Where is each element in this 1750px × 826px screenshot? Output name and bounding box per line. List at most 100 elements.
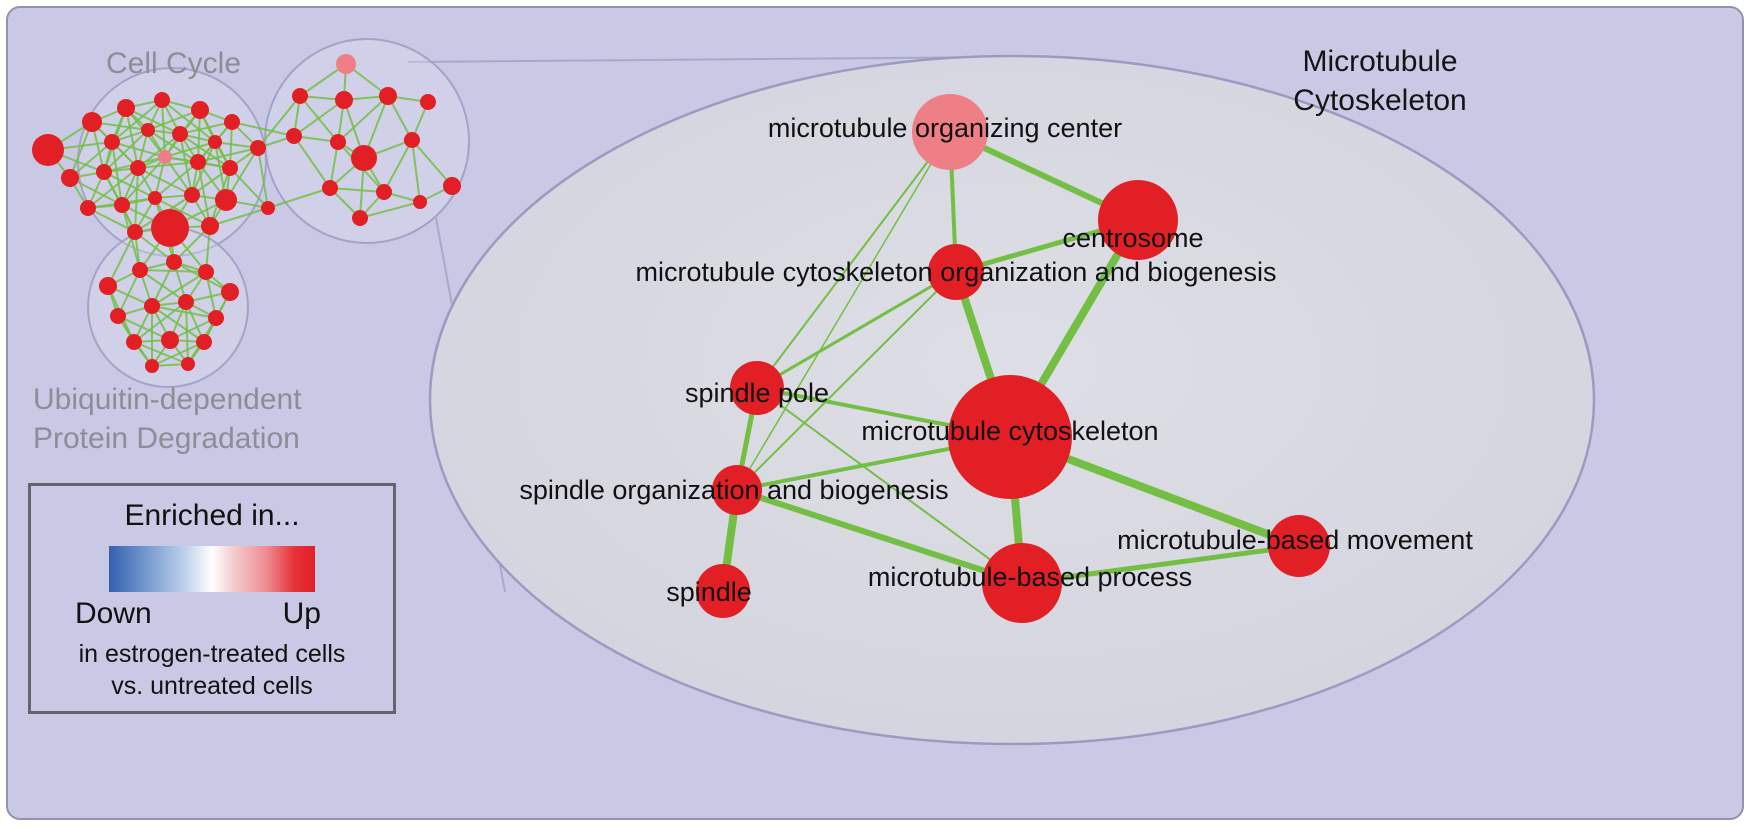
- legend-caption: in estrogen-treated cells vs. untreated …: [31, 638, 393, 702]
- overview-node: [222, 160, 238, 176]
- overview-edge: [134, 231, 175, 263]
- cluster-label-cell-cycle: Cell Cycle: [106, 47, 242, 80]
- overview-node: [221, 283, 239, 301]
- overview-node: [196, 334, 212, 350]
- edge-mt-org-spindle-pole: [755, 270, 958, 390]
- overview-node: [261, 201, 275, 215]
- legend-up-label: Up: [282, 597, 321, 630]
- overview-edge: [69, 121, 93, 179]
- overview-edge: [383, 139, 413, 193]
- overview-edge: [154, 161, 199, 199]
- node-spindle: [696, 564, 750, 618]
- cluster-label-microtubule-line1: Microtubule: [1302, 45, 1458, 78]
- node-spindle-org: [712, 465, 762, 515]
- overview-node: [351, 145, 377, 171]
- node-label-spindle-pole: spindle pole: [685, 378, 829, 408]
- overview-edge: [164, 141, 216, 158]
- overview-edge: [107, 231, 136, 287]
- overview-edge: [154, 156, 166, 199]
- node-label-mt-move: microtubule-based movement: [1117, 525, 1473, 555]
- edge-spindle-pole-mt-proc: [756, 387, 1023, 584]
- overview-node: [117, 99, 135, 117]
- overview-edge: [147, 109, 201, 131]
- edge-moc-spindle-pole: [756, 131, 951, 389]
- node-label-mt-proc: microtubule-based process: [868, 562, 1192, 592]
- overview-edge: [125, 107, 139, 169]
- edge-mt-proc-mt-move: [1019, 543, 1302, 586]
- overview-edge: [151, 271, 207, 307]
- legend-title: Enriched in...: [124, 499, 300, 532]
- overview-edge: [231, 121, 295, 137]
- overview-node: [158, 150, 172, 164]
- overview-edge: [151, 261, 175, 307]
- overview-node: [80, 200, 96, 216]
- legend-caption-line1: in estrogen-treated cells: [78, 640, 346, 668]
- network-canvas: microtubule organizing centercentrosomem…: [32, 38, 1596, 746]
- overview-node: [126, 334, 142, 350]
- overview-edge: [337, 95, 389, 143]
- overview-node: [413, 195, 427, 209]
- cluster-label-microtubule-line2: Cytoskeleton: [1293, 84, 1467, 117]
- overview-edge: [151, 305, 217, 319]
- overview-node: [148, 191, 162, 205]
- overview-node: [404, 132, 420, 148]
- overview-node: [330, 134, 346, 150]
- overview-edge: [359, 201, 421, 219]
- overview-node: [172, 126, 188, 142]
- overview-edge: [87, 207, 136, 233]
- overview-node: [166, 254, 182, 270]
- overview-node: [96, 164, 112, 180]
- legend-caption-line2: vs. untreated cells: [111, 672, 313, 700]
- node-centrosome: [1098, 180, 1178, 260]
- cluster-label-ubiquitin-line2: Protein Degradation: [33, 422, 300, 455]
- overview-node: [184, 187, 200, 203]
- overview-node: [141, 123, 155, 137]
- overview-edge: [139, 269, 207, 273]
- edge-mt-org-spindle-org: [736, 271, 957, 491]
- overview-edge: [137, 161, 199, 169]
- overview-node: [104, 134, 120, 150]
- overview-node: [335, 91, 353, 109]
- overview-node: [99, 277, 117, 295]
- overview-node: [379, 87, 397, 105]
- overview-edge: [197, 161, 211, 227]
- overview-edge: [133, 301, 187, 343]
- legend-down-label: Down: [75, 597, 152, 630]
- overview-node: [322, 180, 338, 196]
- overview-node: [224, 114, 240, 130]
- overview-node: [114, 197, 130, 213]
- overview-node: [352, 210, 368, 226]
- overview-node: [250, 140, 266, 156]
- overview-edge: [179, 133, 231, 169]
- overview-node: [130, 160, 146, 176]
- legend-range-row: Down Up: [31, 592, 393, 631]
- node-label-spindle: spindle: [666, 577, 752, 607]
- node-moc: [912, 94, 988, 170]
- node-spindle-pole: [730, 361, 784, 415]
- overview-edge: [185, 301, 189, 365]
- overview-edge: [209, 207, 269, 227]
- overview-edge: [293, 135, 331, 189]
- overview-node: [145, 359, 159, 373]
- legend-gradient-bar: [109, 546, 315, 592]
- overview-edge: [179, 121, 233, 135]
- overview-edge: [293, 99, 345, 137]
- node-label-mt-cyto: microtubule cytoskeleton: [861, 416, 1158, 446]
- node-mt-proc: [982, 543, 1062, 623]
- overview-edge: [179, 133, 193, 196]
- overview-node: [61, 169, 79, 187]
- lens-line: [407, 56, 1006, 63]
- overview-node: [32, 134, 64, 166]
- overview-edge: [411, 139, 453, 187]
- cluster-label-ubiquitin-line1: Ubiquitin-dependent: [33, 383, 302, 416]
- cluster-label-ubiquitin: Ubiquitin-dependent Protein Degradation: [33, 380, 302, 458]
- overview-edge: [267, 187, 331, 209]
- overview-node: [215, 189, 237, 211]
- overview-node: [420, 94, 436, 110]
- node-mt-move: [1268, 515, 1330, 577]
- overview-edge: [151, 341, 205, 367]
- overview-node: [127, 224, 143, 240]
- overview-node: [110, 308, 126, 324]
- overview-node: [336, 54, 356, 74]
